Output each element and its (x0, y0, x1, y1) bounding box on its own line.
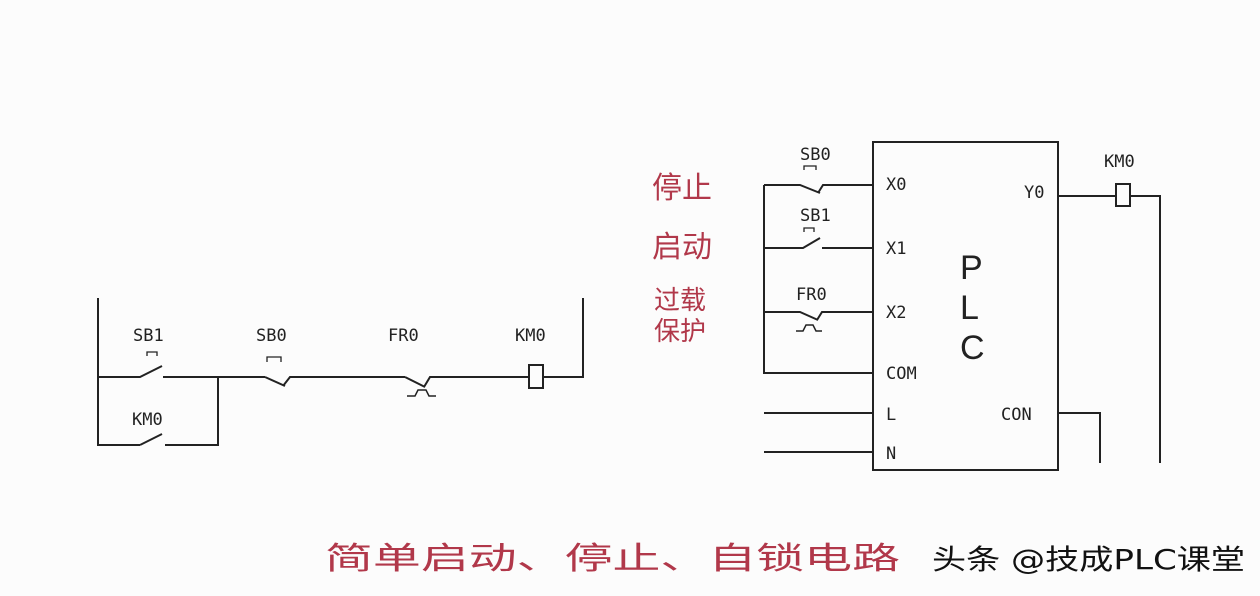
terminal-com: COM (886, 364, 917, 384)
plc-letter-l: L (960, 289, 979, 327)
sb0-nc-contact (764, 184, 873, 194)
sb1-label: SB1 (800, 206, 831, 226)
sb0-button-cap (803, 165, 817, 170)
plc-wiring-diagram: SB0 SB1 FR0 KM0 X0 X1 X2 COM L N Y0 CON … (652, 141, 1161, 471)
terminal-con: CON (1001, 405, 1032, 425)
sb1-no-contact (764, 237, 873, 249)
fr0-label: FR0 (388, 326, 419, 346)
km0-coil-label: KM0 (515, 326, 546, 346)
seal-in-branch (165, 377, 219, 446)
overload-label-2: 保护 (654, 317, 706, 347)
terminal-l: L (886, 405, 896, 425)
terminal-x0: X0 (886, 175, 906, 195)
fr0-label: FR0 (796, 285, 827, 305)
terminal-n: N (886, 444, 896, 464)
terminal-y0: Y0 (1024, 183, 1044, 203)
y0-output-line (1058, 195, 1161, 463)
ladder-diagram: SB1 SB0 FR0 KM0 KM0 (97, 298, 584, 446)
fr0-nc-contact (764, 311, 873, 321)
left-bus (97, 298, 140, 446)
watermark: 头条 @技成PLC课堂 (932, 543, 1245, 576)
sb1-button-cap (803, 227, 815, 232)
con-line (1058, 412, 1101, 463)
sb0-label: SB0 (256, 326, 287, 346)
terminal-x2: X2 (886, 303, 906, 323)
km0-label: KM0 (1104, 152, 1135, 172)
caption: 简单启动、停止、自锁电路 (325, 541, 900, 577)
sb0-button-cap (266, 356, 282, 362)
fr0-thermal-symbol (796, 324, 822, 332)
sb1-label: SB1 (133, 326, 164, 346)
stop-label: 停止 (652, 171, 712, 206)
sb0-label: SB0 (800, 145, 831, 165)
km0-contact-label: KM0 (132, 410, 163, 430)
fr0-contact (404, 376, 528, 388)
plc-letter-c: C (960, 329, 985, 367)
right-bus (543, 298, 584, 378)
km0-coil (1115, 183, 1131, 207)
km0-coil (528, 364, 544, 389)
terminal-x1: X1 (886, 239, 906, 259)
overload-label-1: 过载 (654, 286, 706, 316)
plc-box (872, 141, 1059, 471)
start-label: 启动 (652, 230, 712, 265)
plc-letter-p: P (960, 249, 983, 287)
fr0-thermal-symbol (407, 389, 436, 397)
sb1-contact (98, 365, 265, 378)
sb0-contact (264, 376, 405, 387)
sb1-button-cap (146, 351, 158, 356)
km0-contact (139, 433, 163, 446)
